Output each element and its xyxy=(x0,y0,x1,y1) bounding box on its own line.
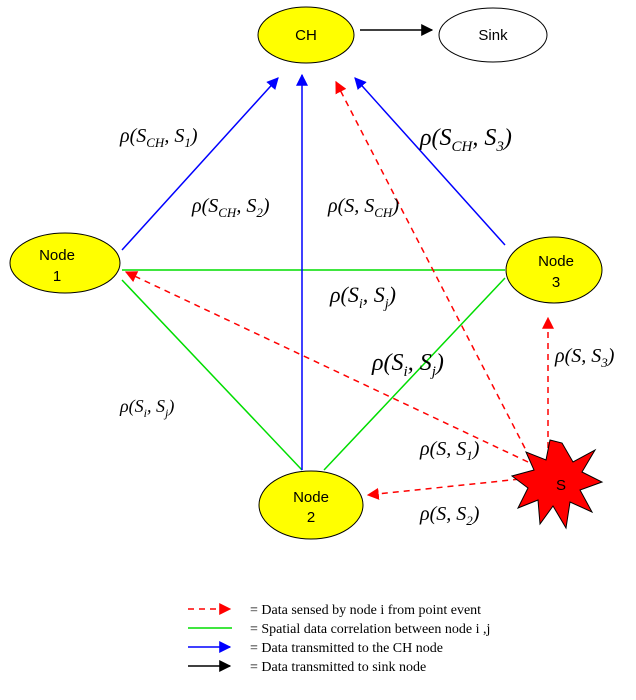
node-1-label-line1: Node xyxy=(39,247,75,264)
legend-sensed-text: = Data sensed by node i from point event xyxy=(250,603,481,618)
label-rho-s-s1: ρ(S, S1) xyxy=(419,438,480,463)
sensed-s-to-ch xyxy=(335,80,531,459)
node-2-label-line2: 2 xyxy=(307,509,315,526)
node-3-label-line2: 3 xyxy=(552,274,560,291)
sink-node-label: Sink xyxy=(478,27,508,44)
label-rho-sch-s3: ρ(SCH, S3) xyxy=(419,125,512,155)
legend: = Data sensed by node i from point event… xyxy=(188,603,490,675)
sink-node: Sink xyxy=(438,7,548,63)
node-1: Node 1 xyxy=(9,232,121,294)
label-rho-s-sch: ρ(S, SCH) xyxy=(327,195,399,220)
sensed-s-to-node1 xyxy=(124,271,529,463)
link-node1-to-ch xyxy=(121,77,279,251)
legend-correlation-text: = Spatial data correlation between node … xyxy=(250,622,490,637)
label-rho-sch-s1: ρ(SCH, S1) xyxy=(119,125,198,150)
label-rho-s-s2: ρ(S, S2) xyxy=(419,503,480,528)
node-3: Node 3 xyxy=(505,236,603,304)
event-source-label: S xyxy=(556,477,566,494)
label-rho-si-sj-left: ρ(Si, Sj) xyxy=(119,396,174,420)
correlation-line-node1-node2 xyxy=(121,279,303,471)
legend-sink-text: = Data transmitted to sink node xyxy=(250,660,426,675)
link-node3-to-ch xyxy=(354,77,506,246)
node-3-label-line1: Node xyxy=(538,253,574,270)
node-1-label-line2: 1 xyxy=(53,268,61,285)
event-source: S xyxy=(510,439,604,530)
ch-node-label: CH xyxy=(295,27,317,44)
label-rho-sch-s2: ρ(SCH, S2) xyxy=(191,195,270,220)
node-2: Node 2 xyxy=(258,470,364,540)
explosion-icon xyxy=(510,439,604,530)
label-rho-s-s3: ρ(S, S3) xyxy=(554,345,615,370)
label-rho-si-sj-top: ρ(Si, Sj) xyxy=(329,282,396,312)
correlation-line-node2-node3 xyxy=(323,277,506,471)
ch-node: CH xyxy=(257,6,355,64)
label-rho-si-sj-mid: ρ(Si, Sj) xyxy=(371,350,444,380)
node-2-label-line1: Node xyxy=(293,489,329,506)
legend-ch-text: = Data transmitted to the CH node xyxy=(250,641,443,656)
sensed-s-to-node2 xyxy=(366,477,531,500)
